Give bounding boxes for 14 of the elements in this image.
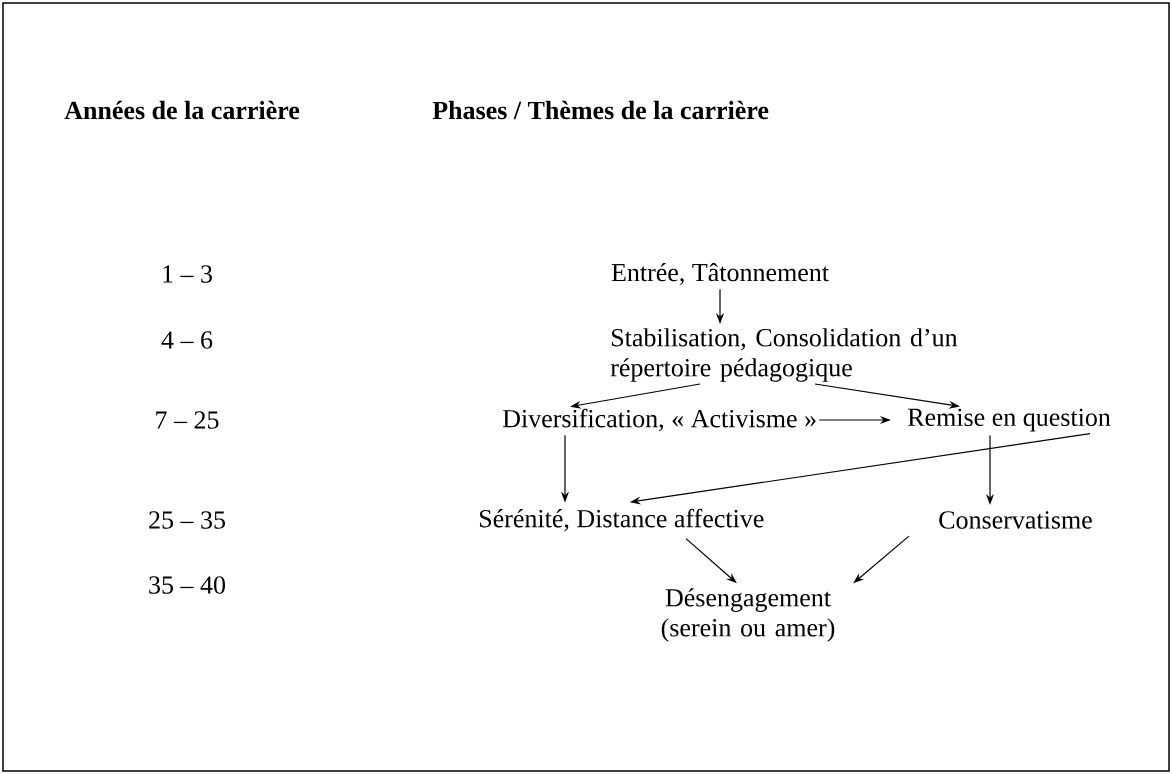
year-range: 35 – 40: [149, 576, 225, 594]
phase-text: Remise en question: [907, 408, 1111, 432]
phase-text: Stabilisation, Consolidation d’un répertoire pédagogique: [610, 328, 958, 382]
year-range: 25 – 35: [149, 511, 225, 529]
phase-text: Diversification, « Activisme »: [502, 408, 816, 432]
phase-text: Entrée, Tâtonnement: [611, 262, 829, 286]
column-heading: Années de la carrière: [64, 100, 300, 120]
year-range: 4 – 6: [161, 331, 213, 349]
column-heading: Phases / Thèmes de la carrière: [432, 100, 769, 120]
phase-text: Désengagement (serein ou amer): [661, 588, 835, 642]
phase-text: Sérénité, Distance affective: [479, 508, 764, 532]
phase-text: Conservatisme: [939, 511, 1092, 529]
year-range: 1 – 3: [163, 265, 212, 283]
year-range: 7 – 25: [156, 411, 219, 429]
